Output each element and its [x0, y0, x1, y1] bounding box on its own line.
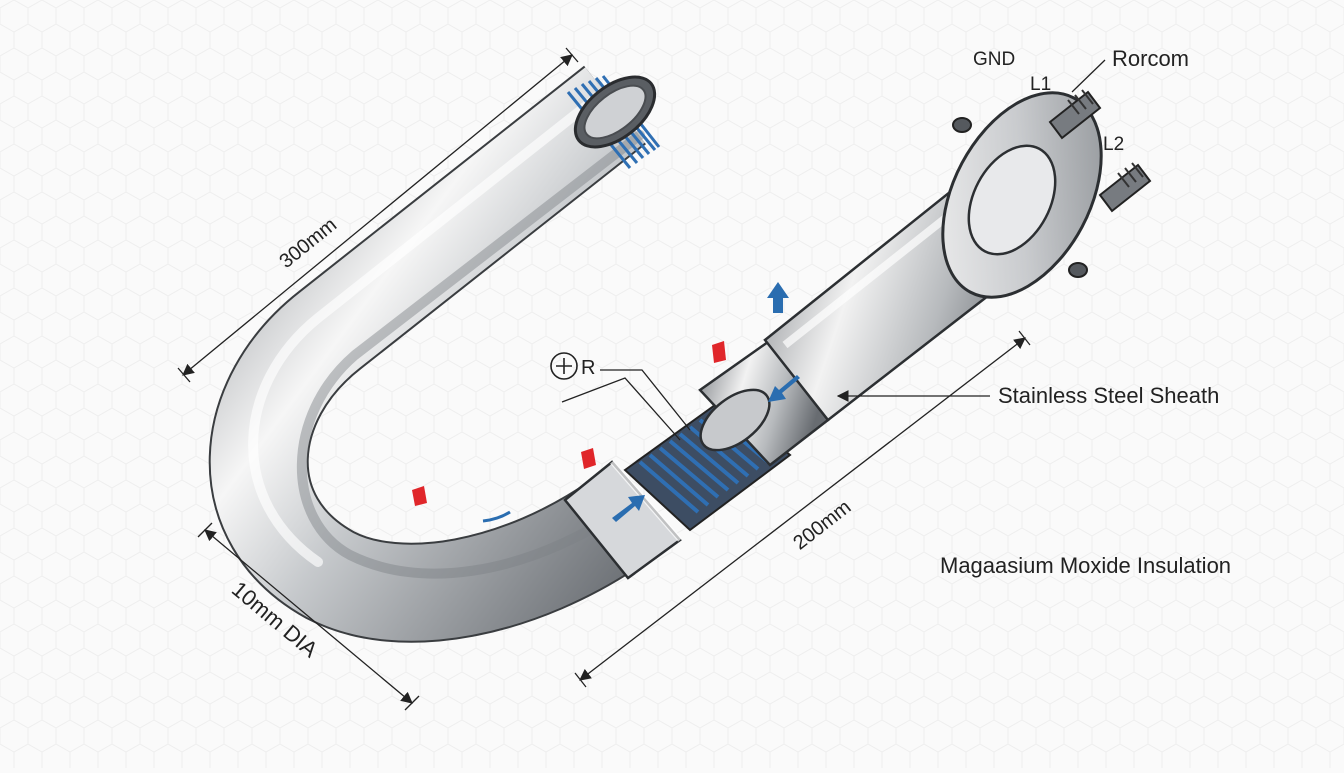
terminal-studs	[1048, 89, 1152, 213]
radius-label: R	[581, 357, 595, 379]
terminal-rorcom-label: Rorcom	[1112, 46, 1189, 71]
arrow-icon	[767, 282, 789, 313]
terminal-l1-label: L1	[1030, 74, 1051, 95]
mounting-flange	[941, 91, 1103, 299]
insulation-label: Magaasium Moxide Insulation	[940, 553, 1231, 578]
flange-bolt-hole	[952, 117, 972, 133]
terminal-labels: GND L1 L2 Rorcom	[973, 46, 1189, 155]
terminal-stud-l1	[1048, 89, 1102, 140]
arc-mark	[482, 510, 511, 523]
terminal-stud-l2	[1098, 162, 1152, 213]
terminal-l2-label: L2	[1103, 134, 1124, 155]
terminal-gnd-label: GND	[973, 49, 1015, 70]
top-thread-end	[566, 75, 661, 169]
red-marker-icon	[412, 486, 427, 506]
sheath-label: Stainless Steel Sheath	[998, 383, 1219, 408]
sheath-callout: Stainless Steel Sheath	[836, 383, 1219, 408]
flange-bolt-hole	[1068, 262, 1088, 278]
